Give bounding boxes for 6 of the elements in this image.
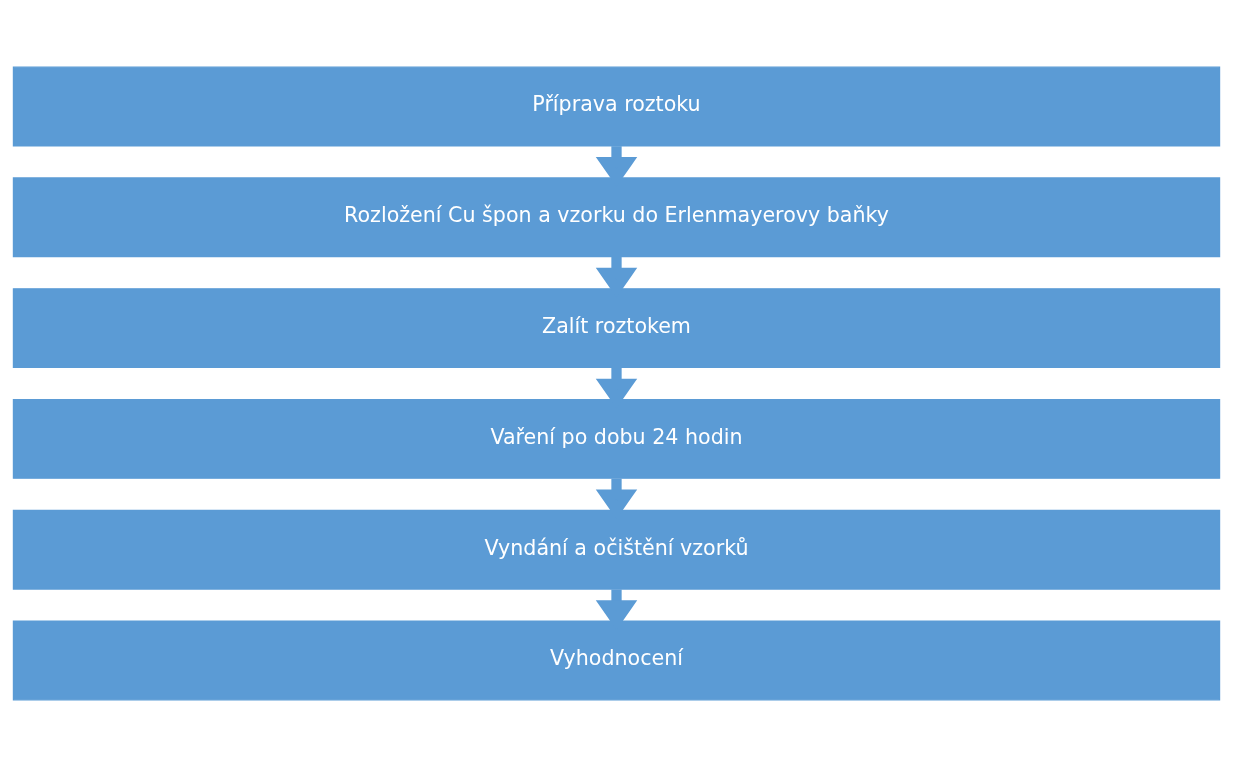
node-box: Zalít roztokem <box>12 288 1221 369</box>
node-box: Rozložení Cu špon a vzorku do Erlenmayerovy baňky <box>12 177 1221 258</box>
node-box: Příprava roztoku <box>12 66 1221 147</box>
node-box: Vyndání a očištění vzorků <box>12 509 1221 590</box>
node-box: Vaření po dobu 24 hodin <box>12 398 1221 479</box>
node-box: Vyhodnocení <box>12 620 1221 701</box>
